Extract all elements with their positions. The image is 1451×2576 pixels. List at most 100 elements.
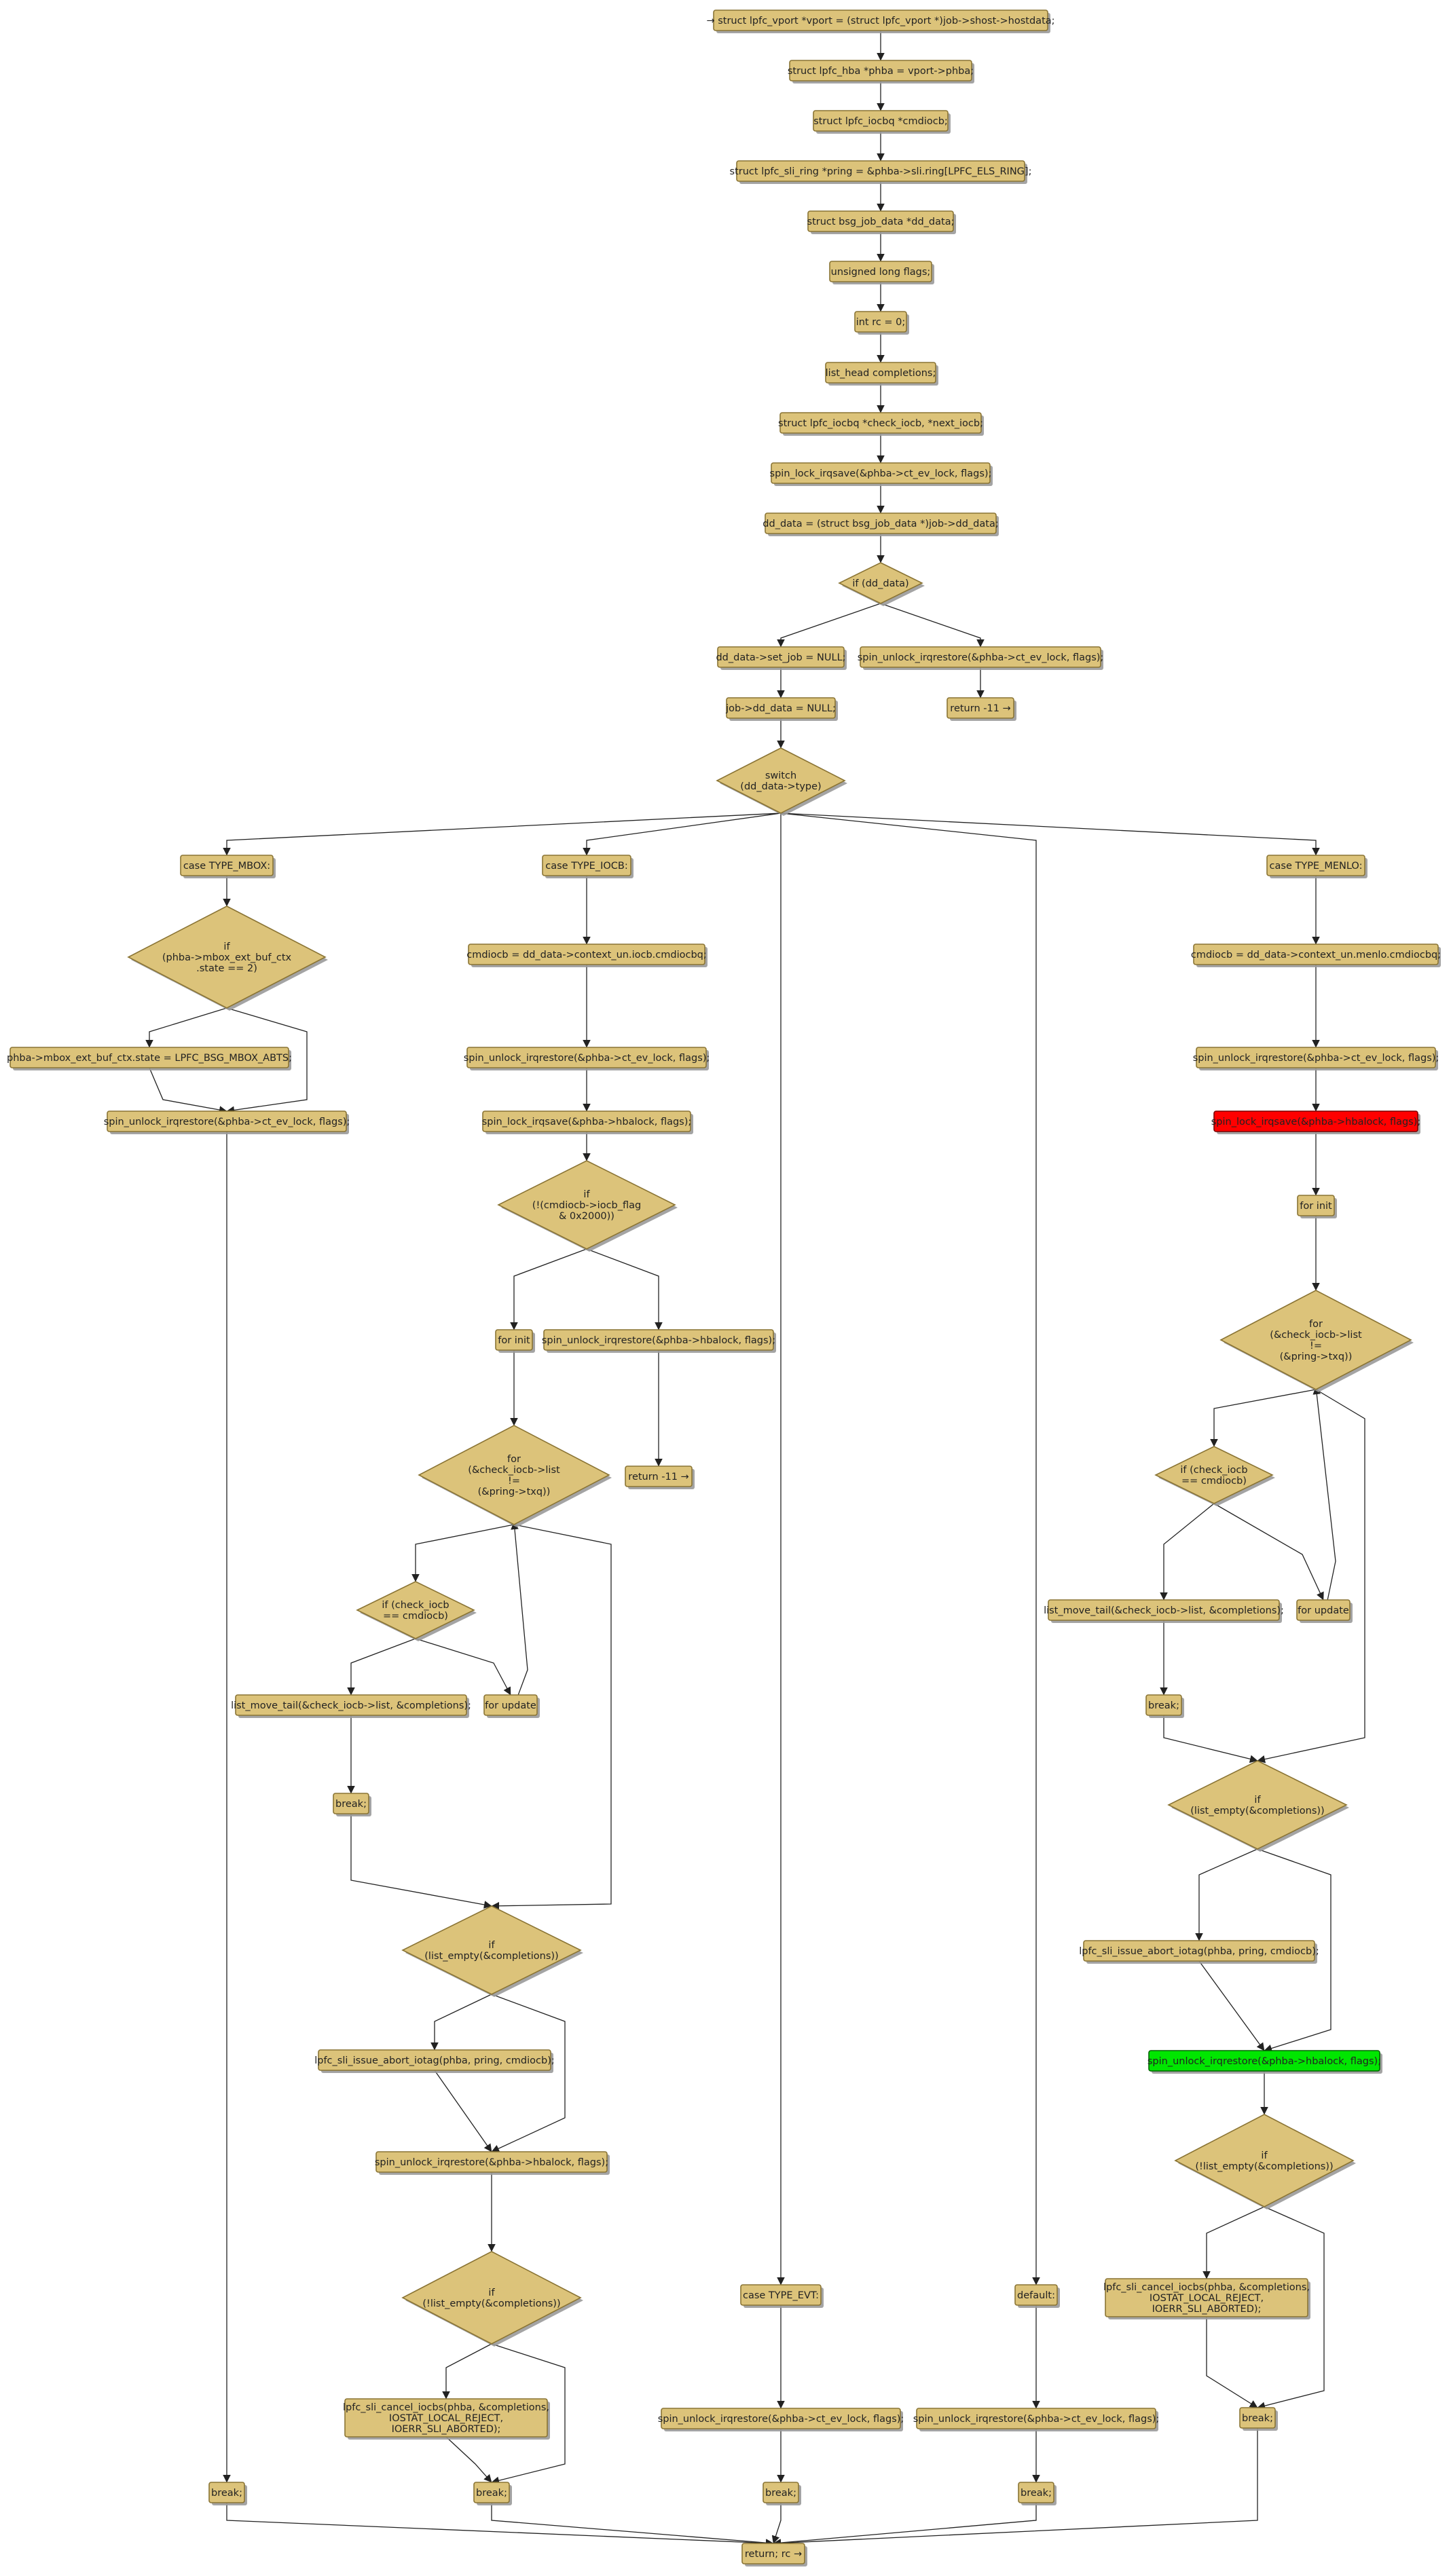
node-label-line: (&pring->txq)): [478, 1487, 551, 1497]
decision-node-u11: if(list_empty(&completions)): [1167, 1760, 1349, 1852]
decision-node-i8: for(&check_iocb->list!=(&pring->txq)): [418, 1425, 612, 1527]
edge-i17-to-i19: [491, 2343, 566, 2484]
node-label-line: if (dd_data): [852, 578, 908, 589]
edge-i12-to-i8: [510, 1521, 528, 1716]
edge-d3-to-r: [773, 2503, 1037, 2547]
edge-n16-to-u1: [780, 813, 1320, 856]
decision-diamond: [1219, 1290, 1412, 1390]
statement-box: [107, 1110, 347, 1132]
edge-n16-to-i1: [583, 813, 782, 856]
statement-box: [763, 2482, 799, 2503]
node-label-line: if (check_iocb: [1180, 1465, 1247, 1476]
node-label-line: break;: [765, 2488, 796, 2499]
decision-node-i10: if (check_iocb== cmdiocb): [356, 1581, 477, 1641]
statement-node-u16: break;: [1239, 2407, 1278, 2431]
statement-node-n9: spin_lock_irqsave(&phba->ct_ev_lock, fla…: [770, 462, 993, 486]
statement-node-n3: struct lpfc_sli_ring *pring = &phba->sli…: [730, 160, 1031, 184]
edge-i8-to-i14: [491, 1524, 612, 1910]
statement-box: [771, 462, 991, 484]
node-label-line: spin_unlock_irqrestore(&phba->ct_ev_lock…: [1193, 1053, 1439, 1064]
statement-box: [1145, 1694, 1182, 1716]
statement-box: [829, 261, 932, 282]
node-label-line: struct lpfc_iocbq *cmdiocb;: [813, 116, 948, 127]
node-label-line: if: [1254, 1795, 1261, 1806]
statement-box: [661, 2408, 901, 2429]
node-label-line: spin_lock_irqsave(&phba->ct_ev_lock, fla…: [770, 468, 992, 479]
statement-node-i15: lpfc_sli_issue_abort_iotag(phba, pring, …: [314, 2049, 555, 2073]
statement-box: [1297, 1195, 1335, 1216]
statement-node-e3: break;: [763, 2482, 801, 2505]
node-label-line: dd_data = (struct bsg_job_data *)job->dd…: [763, 519, 998, 529]
node-label-line: .state == 2): [196, 963, 257, 974]
decision-node-i17: if(!list_empty(&completions)): [401, 2251, 583, 2347]
node-label-line: return -11 →: [628, 1472, 688, 1482]
edge-u12-to-u13: [1198, 1960, 1265, 2051]
edge-m3-to-m4: [149, 1067, 227, 1114]
edge-i10-to-i11: [347, 1638, 416, 1696]
node-label-line: if: [583, 1189, 590, 1200]
statement-box: [482, 1110, 691, 1132]
node-label-line: return -11 →: [950, 703, 1010, 714]
statement-node-n7: list_head completions;: [825, 362, 938, 386]
statement-node-u5: for init: [1297, 1195, 1337, 1218]
decision-diamond: [356, 1581, 475, 1639]
node-label-line: IOERR_SLI_ABORTED);: [392, 2424, 501, 2435]
node-label-line: struct lpfc_hba *phba = vport->phba;: [788, 66, 974, 77]
statement-node-n5: unsigned long flags;: [829, 261, 934, 284]
statement-box: [543, 1329, 774, 1351]
node-label-line: case TYPE_EVT:: [743, 2290, 819, 2301]
statement-node-u3: spin_unlock_irqrestore(&phba->ct_ev_lock…: [1193, 1047, 1439, 1070]
statement-node-m5: break;: [208, 2482, 247, 2505]
statement-node-i6: for init: [495, 1329, 535, 1353]
edge-i13-to-i14: [350, 1814, 492, 1909]
edges-layer: [145, 31, 1365, 2547]
edge-n11-to-n13: [880, 603, 985, 648]
statement-node-i18: lpfc_sli_cancel_iocbs(phba, &completions…: [343, 2398, 550, 2440]
node-label-line: for init: [498, 1335, 530, 1346]
statement-node-u13: spin_unlock_irqrestore(&phba->hbalock, f…: [1147, 2050, 1382, 2074]
decision-node-i14: if(list_empty(&completions)): [401, 1905, 583, 1997]
statement-box: [779, 412, 982, 434]
edge-i5-to-i6: [510, 1248, 587, 1330]
statement-node-n0: → struct lpfc_vport *vport = (struct lpf…: [706, 10, 1055, 33]
node-label-line: for: [507, 1454, 521, 1465]
edge-i8-to-i10: [411, 1524, 515, 1582]
node-label-line: IOERR_SLI_ABORTED);: [1152, 2304, 1262, 2315]
decision-diamond: [401, 1905, 582, 1995]
decision-diamond: [716, 747, 846, 814]
edge-i17-to-i18: [442, 2343, 492, 2400]
statement-box: [726, 697, 836, 719]
node-label-line: IOSTAT_LOCAL_REJECT,: [389, 2413, 503, 2424]
statement-box: [740, 2284, 822, 2306]
edge-m2-to-m4: [226, 1007, 308, 1115]
statement-node-e2: spin_unlock_irqrestore(&phba->ct_ev_lock…: [658, 2408, 904, 2431]
statement-box: [466, 1047, 707, 1068]
edge-m5-to-r: [226, 2503, 774, 2547]
statement-box: [333, 1793, 369, 1814]
statement-node-d1: default:: [1014, 2284, 1060, 2308]
statement-box: [1014, 2284, 1058, 2306]
node-label-line: lpfc_sli_issue_abort_iotag(phba, pring, …: [1079, 1946, 1319, 1957]
node-label-line: if: [488, 1940, 495, 1951]
statement-box: [765, 512, 997, 534]
statement-node-i4: spin_lock_irqsave(&phba->hbalock, flags)…: [482, 1110, 693, 1134]
edge-i5-to-i7: [586, 1248, 663, 1330]
statement-box: [813, 110, 949, 132]
node-label-line: if: [488, 2288, 495, 2298]
statement-node-i2: cmdiocb = dd_data->context_un.iocb.cmdio…: [466, 944, 708, 967]
decision-diamond: [1174, 2114, 1355, 2207]
node-label-line: (&check_iocb->list: [1270, 1330, 1362, 1341]
node-label-line: case TYPE_MBOX:: [183, 861, 270, 872]
statement-box: [344, 2398, 548, 2438]
node-label-line: == cmdiocb): [383, 1611, 448, 1622]
statement-node-n12: dd_data->set_job = NULL;: [716, 646, 847, 670]
statement-box: [789, 60, 972, 81]
statement-box: [717, 646, 845, 668]
node-label-line: case TYPE_IOCB:: [545, 861, 627, 872]
statement-box: [483, 1694, 538, 1716]
node-label-line: break;: [1021, 2488, 1052, 2499]
statement-node-n10: dd_data = (struct bsg_job_data *)job->dd…: [763, 512, 999, 536]
statement-box: [1193, 944, 1439, 965]
node-label-line: (&check_iocb->list: [468, 1465, 560, 1476]
